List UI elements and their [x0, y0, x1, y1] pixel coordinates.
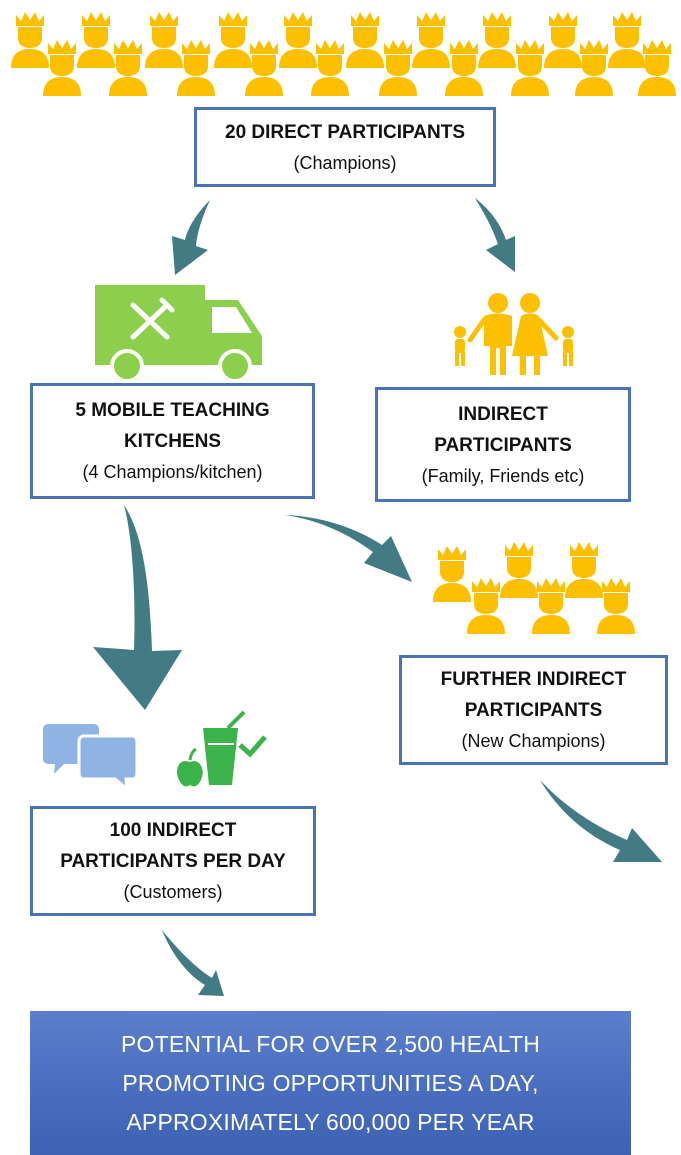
champion-person-crown-icon [433, 546, 471, 602]
indirect-participants-subtitle: (Family, Friends etc) [421, 465, 585, 486]
direct-participants-subtitle: (Champions) [293, 152, 397, 173]
direct-participants-box: 20 DIRECT PARTICIPANTS (Champions) [194, 107, 496, 187]
arrow-to-kitchens [172, 200, 210, 275]
further-indirect-title-line2: PARTICIPANTS [464, 700, 603, 721]
arrow-to-further [285, 515, 412, 582]
indirect-participants-title-line1: INDIRECT [458, 403, 548, 425]
champion-person-crown-icon [544, 12, 582, 68]
arrow-to-customers [93, 505, 182, 710]
champion-person-crown-icon [445, 40, 483, 96]
further-indirect-title-line1: FURTHER INDIRECT [440, 669, 627, 690]
customers-subtitle: (Customers) [123, 882, 223, 902]
champion-person-crown-icon [467, 578, 505, 634]
banner-line2: PROMOTING OPPORTUNITIES A DAY, [122, 1069, 539, 1096]
champion-person-crown-icon [511, 40, 549, 96]
champion-person-crown-icon [412, 12, 450, 68]
flow-arrows [93, 198, 662, 996]
potential-banner: POTENTIAL FOR OVER 2,500 HEALTH PROMOTIN… [30, 1011, 631, 1155]
indirect-participants-title-line2: PARTICIPANTS [434, 434, 572, 456]
customers-title-line1: 100 INDIRECT [109, 820, 237, 841]
banner-line3: APPROXIMATELY 600,000 PER YEAR [126, 1108, 535, 1135]
arrow-to-banner [162, 930, 224, 996]
indirect-participants-box: INDIRECT PARTICIPANTS (Family, Friends e… [375, 387, 631, 502]
direct-participants-title: 20 DIRECT PARTICIPANTS [225, 121, 465, 143]
champion-person-crown-icon [478, 12, 516, 68]
further-indirect-subtitle: (New Champions) [461, 731, 606, 751]
customers-title-line2: PARTICIPANTS PER DAY [60, 851, 286, 872]
champion-person-crown-icon [532, 578, 570, 634]
further-indirect-box: FURTHER INDIRECT PARTICIPANTS (New Champ… [399, 655, 668, 765]
customers-box: 100 INDIRECT PARTICIPANTS PER DAY (Custo… [30, 806, 316, 916]
champion-person-crown-icon [11, 12, 49, 68]
mobile-kitchens-title-line2: KITCHENS [123, 431, 222, 452]
champion-person-crown-icon [565, 542, 603, 598]
champions-crowd [11, 12, 676, 96]
mobile-kitchens-title-line1: 5 MOBILE TEACHING [75, 400, 270, 421]
chat-bubbles-icon [43, 724, 139, 793]
family-icon [454, 293, 574, 375]
arrow-to-indirect [475, 198, 515, 272]
champion-person-crown-icon [279, 12, 317, 68]
champion-person-crown-icon [77, 12, 115, 68]
food-truck-icon [95, 285, 262, 383]
champion-person-crown-icon [346, 12, 384, 68]
mobile-kitchens-subtitle: (4 Champions/kitchen) [82, 462, 263, 482]
mobile-kitchens-box: 5 MOBILE TEACHING KITCHENS (4 Champions/… [30, 383, 315, 499]
champion-person-crown-icon [379, 40, 417, 96]
champion-person-crown-icon [500, 542, 538, 598]
banner-line1: POTENTIAL FOR OVER 2,500 HEALTH [120, 1030, 541, 1057]
champion-person-crown-icon [597, 578, 635, 634]
champion-person-crown-icon [145, 12, 183, 68]
champion-person-crown-icon [608, 12, 646, 68]
apple-drink-check-icon [175, 710, 267, 789]
champion-person-crown-icon [214, 12, 252, 68]
new-champions-group [433, 542, 635, 634]
arrow-offpage [540, 780, 662, 862]
